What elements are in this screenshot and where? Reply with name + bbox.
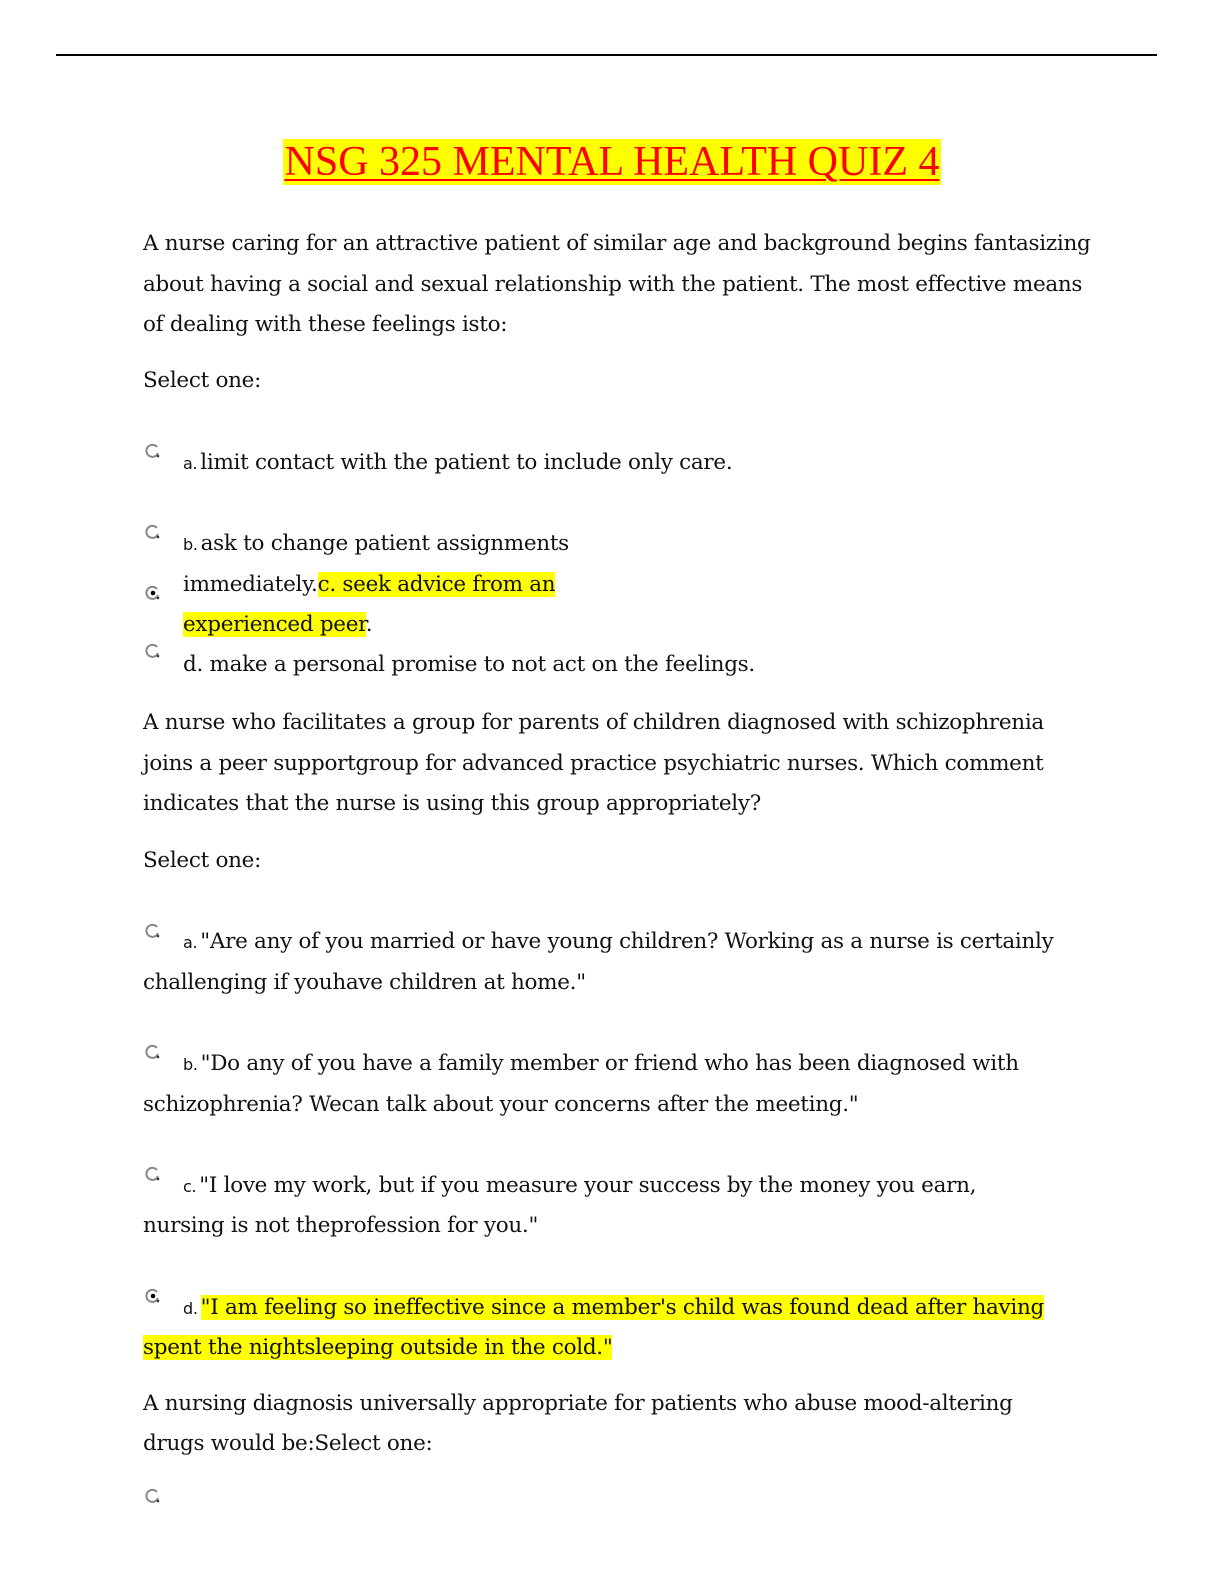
q1-option-c-line2[interactable]: experienced peer. — [183, 605, 373, 645]
q3-stem-line2: drugs would be:Select one: — [143, 1431, 433, 1456]
q2-a-letter: a. — [183, 933, 198, 952]
q2-radio-d-icon[interactable] — [145, 1288, 160, 1303]
q1-c-period: . — [365, 612, 373, 637]
q1-a-text: limit contact with the patient to includ… — [200, 450, 733, 475]
q2-b-text-1: "Do any of you have a family member or f… — [200, 1051, 1019, 1076]
q1-radio-c-icon[interactable] — [145, 585, 160, 600]
q1-radio-b-icon[interactable] — [145, 524, 160, 539]
q1-a-letter: a. — [183, 454, 198, 473]
q1-option-b[interactable]: b.ask to change patient assignments — [183, 524, 569, 565]
q2-a-text-1: "Are any of you married or have young ch… — [200, 929, 1054, 954]
q2-stem: A nurse who facilitates a group for pare… — [143, 710, 1044, 816]
q2-option-b-cont: schizophrenia? Wecan talk about your con… — [143, 1092, 859, 1117]
q3-radio-a-icon[interactable] — [145, 1488, 160, 1503]
q2-b-letter: b. — [183, 1055, 198, 1074]
q2-c-letter: c. — [183, 1177, 197, 1196]
q1-b-continued: immediately. — [183, 572, 318, 597]
q2-option-c[interactable]: c."I love my work, but if you measure yo… — [183, 1166, 976, 1207]
q1-radio-d-icon[interactable] — [145, 643, 160, 658]
q2-option-d[interactable]: d."I am feeling so ineffective since a m… — [183, 1288, 1044, 1329]
q1-b-letter: b. — [183, 535, 198, 554]
q1-option-c-line1[interactable]: immediately.c. seek advice from an — [183, 565, 556, 605]
q3-stem-line1: A nursing diagnosis universally appropri… — [143, 1391, 1013, 1416]
q2-radio-c-icon[interactable] — [145, 1166, 160, 1181]
q2-option-c-cont: nursing is not theprofession for you." — [143, 1213, 539, 1238]
q1-b-text: ask to change patient assignments — [200, 531, 570, 556]
q2-d-text-1: "I am feeling so ineffective since a mem… — [200, 1295, 1044, 1320]
q2-radio-b-icon[interactable] — [145, 1044, 160, 1059]
q2-radio-a-icon[interactable] — [145, 923, 160, 938]
q2-select-label: Select one: — [143, 848, 262, 873]
q2-option-b[interactable]: b."Do any of you have a family member or… — [183, 1044, 1019, 1085]
q1-radio-a-icon[interactable] — [145, 443, 160, 458]
top-rule — [56, 54, 1157, 56]
q2-option-d-cont: spent the nightsleeping outside in the c… — [143, 1328, 613, 1368]
q1-option-d[interactable]: d. make a personal promise to not act on… — [183, 652, 755, 677]
q1-select-label: Select one: — [143, 368, 262, 393]
q2-c-text-1: "I love my work, but if you measure your… — [199, 1173, 977, 1198]
q1-c-text-2: experienced peer — [183, 612, 366, 637]
q1-stem: A nurse caring for an attractive patient… — [143, 231, 1091, 337]
page-title: NSG 325 MENTAL HEALTH QUIZ 4 — [0, 136, 1224, 188]
q2-d-letter: d. — [183, 1299, 198, 1318]
title-text: NSG 325 MENTAL HEALTH QUIZ 4 — [282, 139, 942, 185]
q2-option-a[interactable]: a."Are any of you married or have young … — [183, 922, 1054, 963]
q2-option-a-cont: challenging if youhave children at home.… — [143, 970, 586, 995]
q1-c-text-1: c. seek advice from an — [317, 572, 556, 597]
q2-d-text-2: spent the nightsleeping outside in the c… — [143, 1335, 613, 1360]
q1-option-a[interactable]: a.limit contact with the patient to incl… — [183, 443, 733, 484]
